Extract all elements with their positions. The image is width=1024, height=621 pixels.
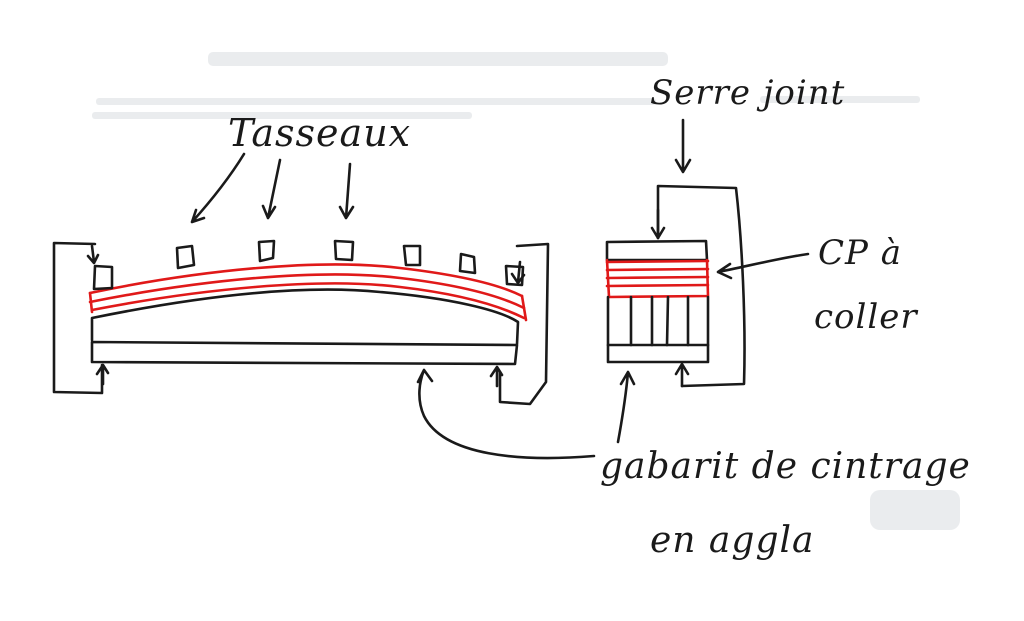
cleat: [504, 264, 525, 287]
end-plywood-3: [605, 275, 710, 280]
curved-former: [90, 288, 520, 346]
clamp-arrow-down: [650, 208, 666, 240]
cleat: [458, 252, 477, 275]
arrow-down-right-clamp: [510, 260, 526, 285]
gabarit-label-line1: gabarit de cintrage: [600, 446, 971, 487]
cp-a-coller-label-line2: coller: [814, 297, 918, 337]
plywood-ply-2: [88, 273, 526, 310]
cleat: [402, 244, 422, 267]
tasseaux-label: Tasseaux: [228, 111, 411, 155]
gabarit-arrow-left: [416, 368, 596, 460]
serre-joint-label: Serre joint: [650, 73, 845, 113]
cleat: [333, 239, 355, 262]
serre-joint-arrow: [674, 118, 692, 174]
end-plywood-1: [605, 259, 710, 264]
end-former-outline: [606, 295, 710, 364]
end-plywood-4: [605, 283, 710, 288]
tasseaux-arrow-1: [190, 152, 246, 224]
gabarit-arrow-right: [616, 370, 636, 444]
end-view: [605, 118, 810, 388]
arrow-down-left-clamp: [86, 244, 100, 265]
cleat: [92, 264, 114, 291]
cp-a-coller-label-line1: CP à: [818, 233, 902, 273]
tasseaux-arrow-3: [338, 162, 355, 220]
cleats: [92, 239, 525, 291]
right-clamp: [498, 242, 550, 406]
plywood-ply-3: [90, 282, 526, 320]
plywood-end-left: [88, 291, 94, 314]
serre-joint-clamp: [656, 184, 746, 388]
tasseaux-arrow-2: [261, 158, 282, 220]
gabarit-label-line2: en aggla: [650, 520, 814, 561]
end-plywood-2: [605, 267, 710, 272]
cleat: [175, 244, 196, 270]
end-top-board: [605, 239, 709, 262]
arrow-up-left: [95, 363, 110, 386]
cp-arrow: [716, 252, 810, 280]
plywood-end-right: [520, 294, 528, 322]
clamp-arrow-up: [674, 362, 690, 388]
side-view: [52, 152, 550, 406]
arrow-up-right: [489, 365, 504, 388]
end-plywood-sides: [605, 258, 710, 299]
end-rib: [665, 295, 670, 347]
bleed-through-text: [92, 52, 960, 530]
cleat: [257, 239, 276, 263]
base-board: [90, 340, 519, 366]
plywood-ply-1: [88, 263, 524, 298]
